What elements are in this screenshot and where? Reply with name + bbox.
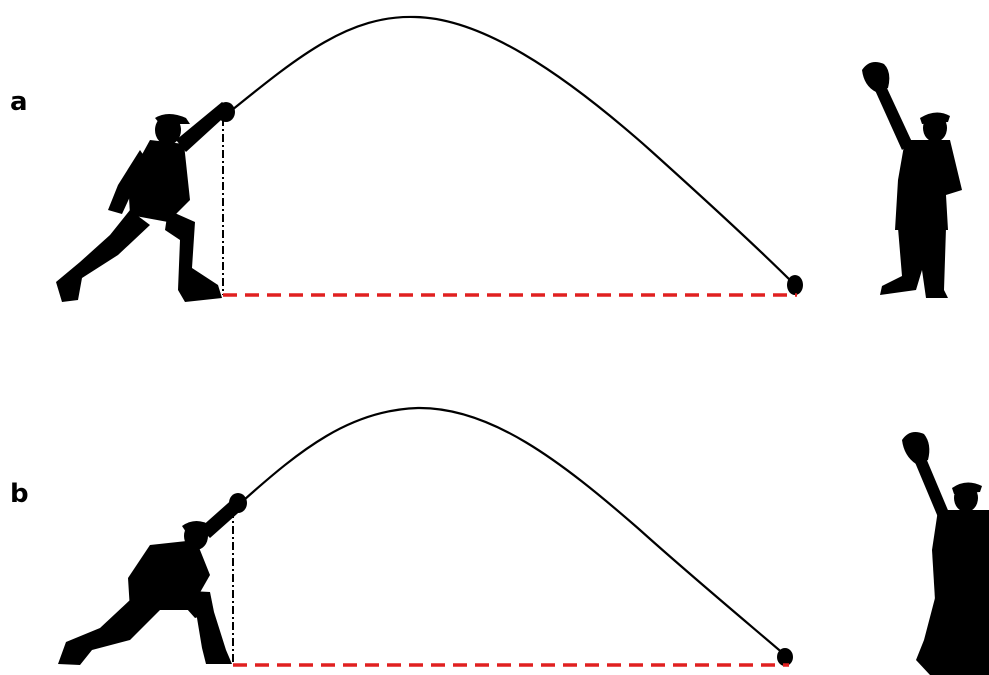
catcher-silhouette-a	[862, 62, 962, 298]
ball-b	[777, 648, 793, 666]
panel-b: b	[10, 406, 989, 675]
panel-a: a	[10, 15, 962, 302]
panel-label-b: b	[10, 479, 29, 509]
panel-label-a: a	[10, 87, 28, 117]
trajectory-arc-b	[243, 406, 786, 656]
trajectory-arc-a	[231, 15, 796, 286]
thrower-silhouette-a	[56, 102, 235, 302]
thrower-silhouette-b	[58, 493, 247, 665]
ball-a	[787, 275, 803, 295]
catcher-silhouette-b	[902, 432, 989, 675]
